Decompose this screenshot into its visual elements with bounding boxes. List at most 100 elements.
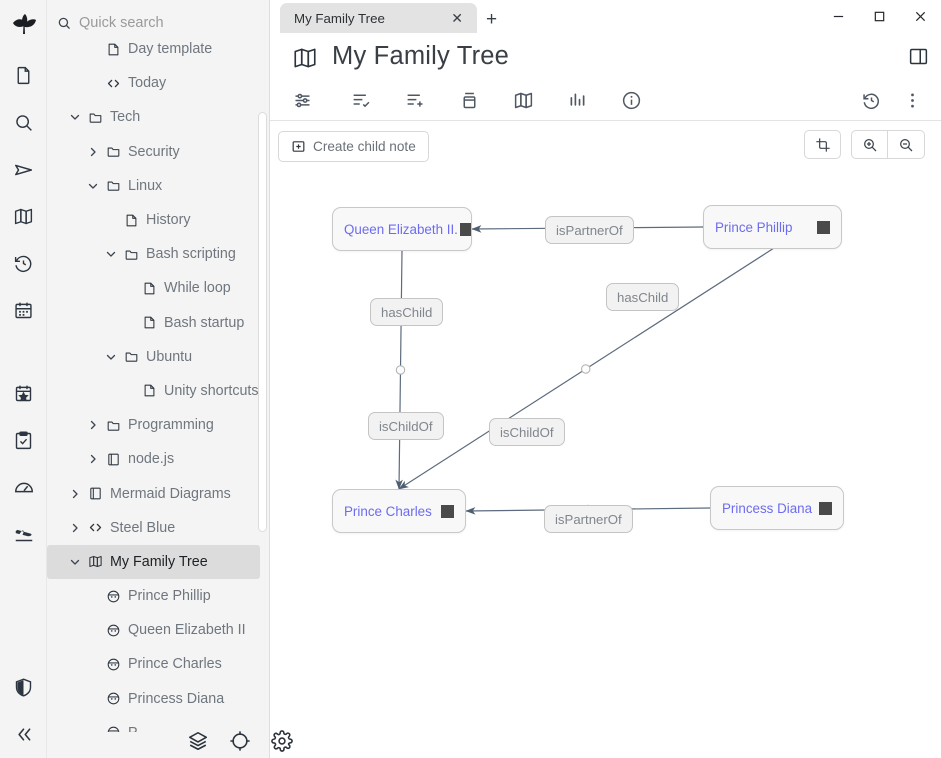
folder-icon	[120, 247, 142, 262]
collapse-left-icon[interactable]	[0, 711, 47, 758]
send-icon[interactable]	[0, 146, 47, 193]
chevron-down-icon[interactable]	[83, 180, 102, 192]
trilium-logo-icon[interactable]	[7, 6, 41, 40]
graph-edge-handle[interactable]	[395, 365, 406, 375]
graph-edge-label[interactable]: hasChild	[370, 298, 444, 326]
right-panel-icon[interactable]	[908, 46, 929, 67]
tree-item[interactable]: Mermaid Diagrams	[47, 476, 270, 510]
tree-scrollbar[interactable]	[258, 112, 267, 532]
tree-item[interactable]: Today	[47, 66, 270, 100]
list-check-icon[interactable]	[334, 81, 388, 119]
tree-item[interactable]: Bash scripting	[47, 237, 270, 271]
graph-node-handle[interactable]	[817, 220, 830, 234]
tab-label: My Family Tree	[294, 10, 385, 26]
graph-node[interactable]: Prince Phillip	[703, 205, 842, 249]
chevron-right-icon[interactable]	[83, 419, 102, 431]
target-icon[interactable]	[229, 730, 251, 752]
tree-item[interactable]: Bash startup	[47, 306, 270, 340]
zoom-in-icon[interactable]	[851, 130, 888, 159]
reset-view-icon[interactable]	[804, 130, 841, 159]
chevron-down-icon[interactable]	[65, 556, 84, 568]
zoom-out-icon[interactable]	[888, 130, 925, 159]
search-icon[interactable]	[0, 99, 47, 146]
graph-edge-label[interactable]: isPartnerOf	[545, 216, 634, 244]
graph-node[interactable]: Prince Charles	[332, 489, 466, 533]
tree-item-label: Security	[128, 143, 180, 160]
chevron-down-icon[interactable]	[101, 351, 120, 363]
graph-edge-label[interactable]: isChildOf	[489, 418, 565, 446]
tree-item[interactable]: Security	[47, 135, 270, 169]
tree-item[interactable]: P	[47, 716, 270, 732]
gear-icon[interactable]	[271, 730, 293, 752]
graph-edge-label[interactable]: isPartnerOf	[544, 505, 633, 533]
quick-search-input[interactable]: Quick search	[47, 0, 269, 45]
airplane-icon[interactable]	[0, 511, 47, 558]
map-icon[interactable]	[496, 81, 550, 119]
layers-icon[interactable]	[187, 730, 209, 752]
minimize-button[interactable]	[818, 0, 859, 33]
tree-item[interactable]: Tech	[47, 100, 270, 134]
chevron-right-icon[interactable]	[83, 146, 102, 158]
tree-item[interactable]: Steel Blue	[47, 511, 270, 545]
map-icon[interactable]	[0, 193, 47, 240]
tree-item-label: While loop	[164, 280, 231, 297]
chevron-right-icon[interactable]	[83, 453, 102, 465]
calendar-star-icon[interactable]	[0, 370, 47, 417]
page-title[interactable]: My Family Tree	[332, 42, 510, 70]
more-menu-icon[interactable]	[892, 82, 933, 120]
note-settings-icon[interactable]	[292, 81, 334, 119]
tree-item[interactable]: While loop	[47, 271, 270, 305]
graph-edge-label[interactable]: isChildOf	[368, 412, 444, 440]
graph-node-handle[interactable]	[441, 504, 454, 518]
archive-icon[interactable]	[442, 81, 496, 119]
tree-item[interactable]: node.js	[47, 442, 270, 476]
tree-item-label: P	[124, 725, 138, 732]
tree-item[interactable]: Linux	[47, 169, 270, 203]
bar-chart-icon[interactable]	[550, 81, 604, 119]
tab-my-family-tree[interactable]: My Family Tree ✕	[280, 3, 477, 33]
person-icon	[102, 623, 124, 638]
close-button[interactable]	[900, 0, 941, 33]
new-tab-button[interactable]: +	[486, 9, 498, 30]
graph-node-handle[interactable]	[459, 222, 471, 236]
map-icon[interactable]	[292, 45, 318, 71]
maximize-button[interactable]	[859, 0, 900, 33]
chevron-right-icon[interactable]	[65, 488, 84, 500]
info-icon[interactable]	[604, 81, 658, 119]
create-child-note-button[interactable]: Create child note	[278, 131, 429, 162]
chevron-right-icon[interactable]	[65, 522, 84, 534]
calendar-icon[interactable]	[0, 287, 47, 334]
graph-node[interactable]: Queen Elizabeth II.	[332, 207, 472, 251]
tree-item[interactable]: Prince Phillip	[47, 579, 270, 613]
chevron-down-icon[interactable]	[65, 111, 84, 123]
zoom-button-pair	[851, 130, 925, 159]
tree-item[interactable]: Unity shortcuts	[47, 374, 270, 408]
tree-item[interactable]: Queen Elizabeth II	[47, 613, 270, 647]
graph-node-label: Prince Charles	[344, 503, 432, 519]
tree-item-label: Today	[128, 75, 167, 92]
tree-item[interactable]: History	[47, 203, 270, 237]
revision-history-icon[interactable]	[851, 82, 892, 120]
tab-close-icon[interactable]: ✕	[451, 9, 463, 26]
tree-item[interactable]: Programming	[47, 408, 270, 442]
floating-action-buttons	[187, 730, 293, 752]
list-plus-icon[interactable]	[388, 81, 442, 119]
document-icon[interactable]	[0, 52, 47, 99]
tree-item-active[interactable]: My Family Tree	[47, 544, 260, 579]
tree-item[interactable]: Prince Charles	[47, 647, 270, 681]
shield-icon[interactable]	[0, 664, 47, 711]
tree-item[interactable]: Day template	[47, 32, 270, 66]
chevron-down-icon[interactable]	[101, 248, 120, 260]
graph-edge-label[interactable]: hasChild	[606, 283, 680, 311]
tree-item[interactable]: Princess Diana	[47, 682, 270, 716]
graph-node[interactable]: Princess Diana	[710, 486, 844, 530]
tree-item[interactable]: Ubuntu	[47, 340, 270, 374]
graph-node-handle[interactable]	[819, 501, 832, 515]
graph-edge-handle[interactable]	[580, 364, 591, 374]
gauge-icon[interactable]	[0, 464, 47, 511]
history-clock-icon[interactable]	[0, 240, 47, 287]
book-icon	[84, 486, 106, 501]
folder-icon	[120, 349, 142, 364]
clipboard-check-icon[interactable]	[0, 417, 47, 464]
